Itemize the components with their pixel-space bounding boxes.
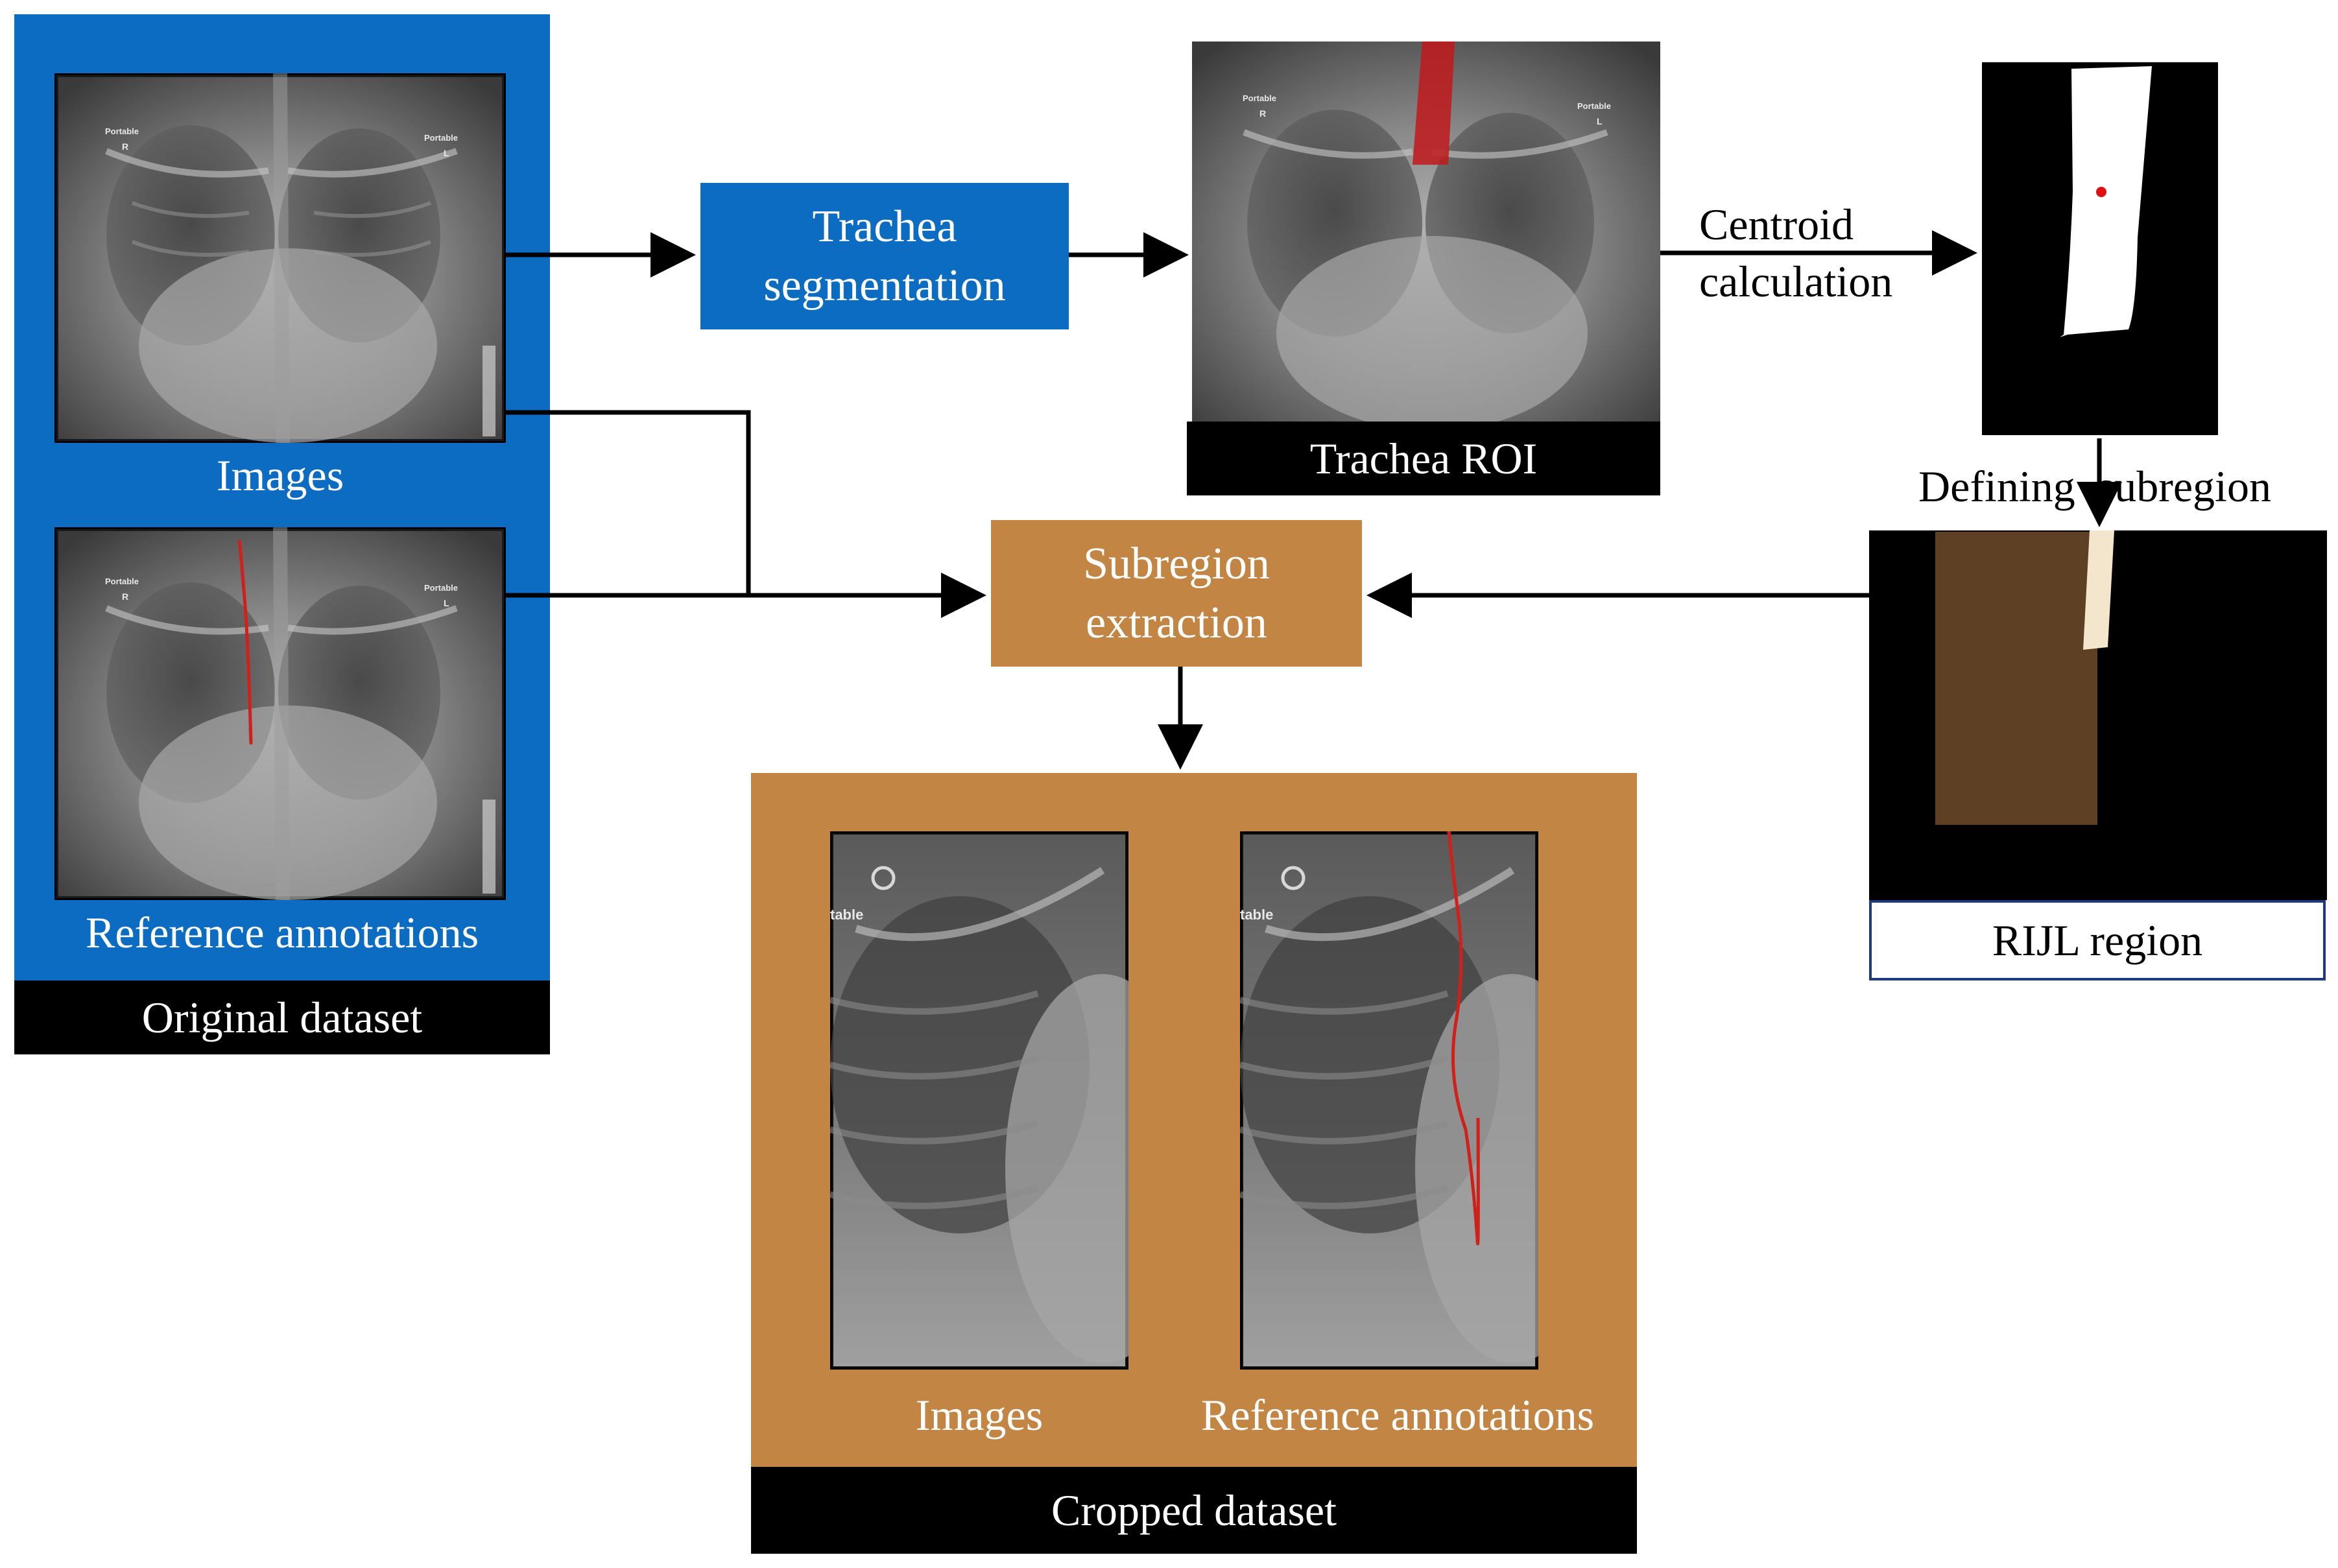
original-xray-image: Portable R Portable L bbox=[54, 73, 506, 443]
svg-text:table: table bbox=[830, 907, 863, 923]
original-images-label: Images bbox=[216, 450, 344, 500]
svg-text:L: L bbox=[444, 598, 449, 608]
defining-subregion-label: Defining subregion bbox=[1918, 461, 2271, 511]
svg-text:Portable: Portable bbox=[105, 576, 139, 586]
rijl-region-image bbox=[1869, 530, 2327, 900]
cropped-xray-image: table bbox=[830, 831, 1128, 1370]
trachea-roi-caption: Trachea ROI bbox=[1187, 422, 1660, 495]
cropped-dataset-caption: Cropped dataset bbox=[751, 1467, 1637, 1554]
link-images-to-extraction bbox=[506, 410, 751, 595]
svg-text:table: table bbox=[1240, 907, 1273, 923]
subregion-extraction-box: Subregion extraction bbox=[991, 520, 1362, 667]
rijl-region-caption: RIJL region bbox=[1869, 900, 2326, 980]
svg-text:R: R bbox=[1259, 108, 1266, 119]
annotation-line bbox=[237, 540, 253, 745]
svg-text:Portable: Portable bbox=[1577, 101, 1611, 111]
trachea-roi-image: Portable R Portable L bbox=[1192, 42, 1660, 422]
cropped-images-label: Images bbox=[915, 1390, 1044, 1440]
trachea-segmentation-box: Trachea segmentation bbox=[700, 183, 1069, 329]
trachea-mask-overlay bbox=[1413, 42, 1455, 165]
svg-text:Portable: Portable bbox=[1243, 93, 1276, 103]
svg-text:L: L bbox=[1597, 116, 1603, 126]
marker-portable-r: Portable bbox=[105, 126, 139, 136]
cropped-annotation-image: table bbox=[1240, 831, 1538, 1370]
original-dataset-caption: Original dataset bbox=[14, 980, 550, 1054]
cropped-annotation-line bbox=[1447, 831, 1480, 1246]
centroid-dot bbox=[2096, 187, 2106, 197]
original-annotations-label: Reference annotations bbox=[85, 907, 479, 957]
marker-l: L bbox=[444, 148, 449, 158]
cropped-annotations-label: Reference annotations bbox=[1200, 1390, 1595, 1440]
centroid-calculation-label: Centroid calculation bbox=[1699, 199, 1893, 306]
svg-text:Portable: Portable bbox=[424, 583, 458, 593]
marker-r: R bbox=[122, 141, 128, 152]
subregion-box bbox=[1935, 532, 2097, 825]
marker-portable-l: Portable bbox=[424, 133, 458, 143]
svg-text:R: R bbox=[122, 591, 128, 602]
original-annotation-image: Portable R Portable L bbox=[54, 527, 506, 900]
trachea-mask-image bbox=[1982, 62, 2218, 435]
